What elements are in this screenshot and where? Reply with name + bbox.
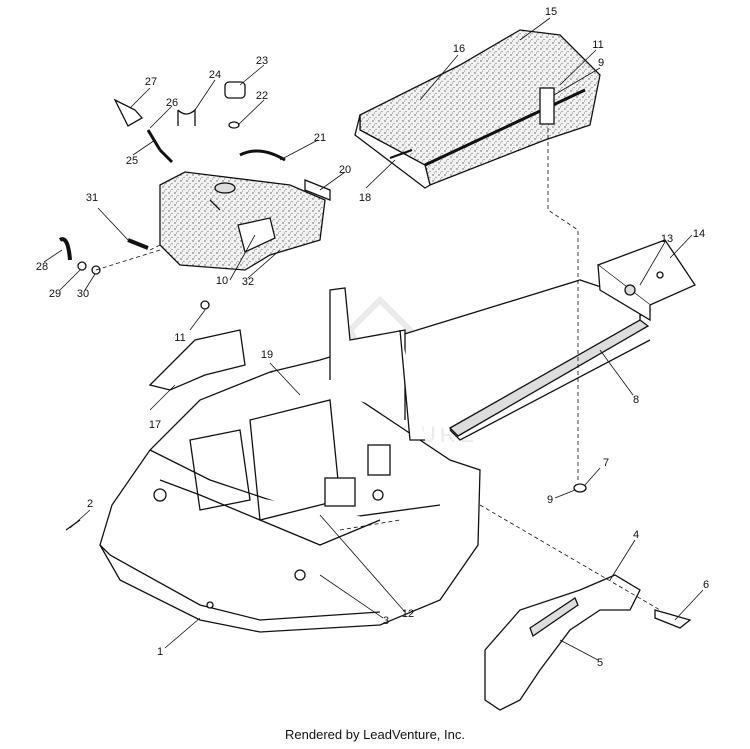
footer-credit: Rendered by LeadVenture, Inc. xyxy=(285,727,465,742)
small-parts xyxy=(58,81,692,629)
callout-6: 6 xyxy=(703,579,709,591)
callout-10: 10 xyxy=(216,275,228,287)
callout-27: 27 xyxy=(145,76,157,88)
callout-19: 19 xyxy=(261,349,273,361)
fuel-tank xyxy=(159,171,326,271)
callout-4: 4 xyxy=(633,529,639,541)
callout-20: 20 xyxy=(339,164,351,176)
callout-14: 14 xyxy=(693,228,705,240)
guide-lines xyxy=(95,128,661,611)
callout-30: 30 xyxy=(77,288,89,300)
chassis-tunnel xyxy=(99,279,652,633)
callout-9: 9 xyxy=(598,57,604,69)
snow-flap xyxy=(148,329,246,391)
callout-9: 9 xyxy=(547,494,553,506)
callout-11: 11 xyxy=(174,332,185,344)
callout-26: 26 xyxy=(166,97,178,109)
callout-16: 16 xyxy=(453,43,465,55)
callout-5: 5 xyxy=(597,657,603,669)
leader-lines xyxy=(43,17,704,661)
callout-28: 28 xyxy=(36,261,48,273)
callout-13: 13 xyxy=(661,233,673,245)
callout-29: 29 xyxy=(49,288,61,300)
callout-1: 1 xyxy=(157,646,163,658)
callout-18: 18 xyxy=(359,192,371,204)
callout-17: 17 xyxy=(149,419,161,431)
rail-bar xyxy=(448,319,650,437)
callout-22: 22 xyxy=(256,90,268,102)
callout-12: 12 xyxy=(402,608,414,620)
callout-2: 2 xyxy=(87,498,93,510)
callout-24: 24 xyxy=(209,69,221,81)
callout-7: 7 xyxy=(603,457,609,469)
seat xyxy=(354,29,601,189)
callout-23: 23 xyxy=(256,55,268,67)
rear-bracket xyxy=(596,239,696,322)
callout-11: 11 xyxy=(592,39,603,51)
callout-15: 15 xyxy=(545,6,557,18)
callout-3: 3 xyxy=(383,615,389,627)
callout-8: 8 xyxy=(633,394,639,406)
callout-31: 31 xyxy=(86,192,98,204)
callout-25: 25 xyxy=(126,155,138,167)
callout-32: 32 xyxy=(242,276,254,288)
callout-21: 21 xyxy=(314,132,326,144)
skid-plate xyxy=(484,574,641,711)
